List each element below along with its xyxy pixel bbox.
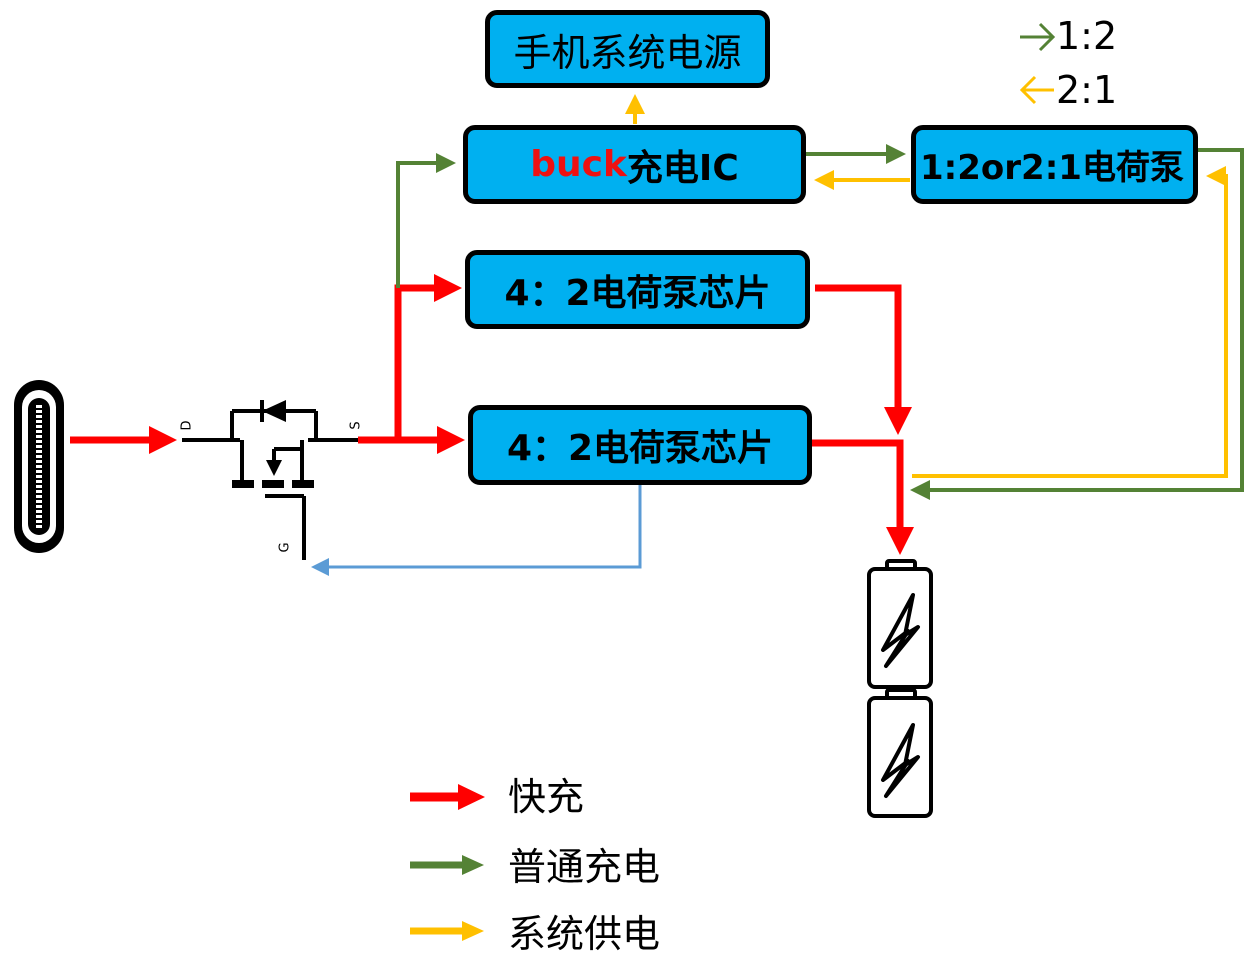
legend-fast-charge-label: 快充 <box>508 775 585 819</box>
legend-arrows <box>410 784 485 941</box>
gate-control-line <box>311 484 642 576</box>
mosfet-icon <box>182 409 358 560</box>
legend-normal-charge-label: 普通充电 <box>508 845 661 889</box>
charge-pump-4-2-bottom-label: 4：2电荷泵芯片 <box>506 428 774 469</box>
legend-system-supply-label: 系统供电 <box>508 912 661 956</box>
battery-pack-icon <box>867 559 933 818</box>
ratio-key-1-2-label: 1:2 <box>1056 14 1118 58</box>
ratio-key-2-1-label: 2:1 <box>1056 68 1118 112</box>
usb-c-port-icon <box>14 380 64 553</box>
system-power-label: 手机系统电源 <box>513 30 742 75</box>
normal-charge-paths <box>396 144 1244 500</box>
charger-ic-label: 充电IC <box>626 147 739 189</box>
mosfet-source-label: S <box>348 421 364 430</box>
charge-pump-1-2-label: 1:2or2:1电荷泵 <box>920 148 1184 188</box>
system-supply-paths <box>625 94 1228 478</box>
charge-pump-4-2-top-label: 4：2电荷泵芯片 <box>504 272 771 314</box>
system-power-block: 手机系统电源 <box>485 10 770 88</box>
charge-pump-4-2-top-block: 4：2电荷泵芯片 <box>465 250 810 329</box>
charge-pump-1-2-block: 1:2or2:1电荷泵 <box>911 125 1198 204</box>
mosfet-drain-label: D <box>179 420 195 431</box>
charge-pump-4-2-bottom-block: 4：2电荷泵芯片 <box>468 405 812 485</box>
ratio-key-arrows <box>1019 22 1056 105</box>
mosfet-body-diode-icon <box>232 400 314 488</box>
buck-label: buck <box>530 144 627 185</box>
mosfet-gate-label: G <box>277 542 293 553</box>
